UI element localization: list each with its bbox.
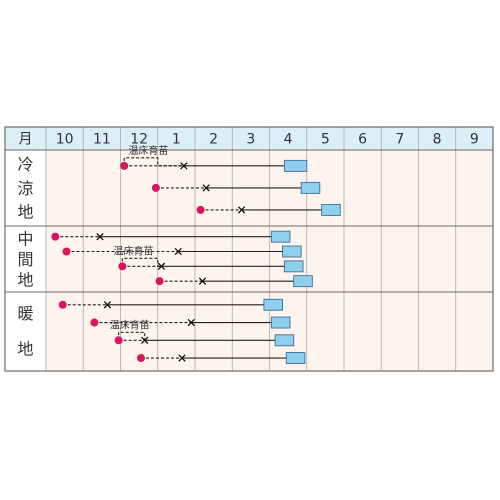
region-label-char: 中 (17, 229, 33, 248)
month-tick-label: 2 (209, 132, 218, 148)
sowing-dot (62, 247, 71, 256)
region-label-char: 間 (17, 250, 33, 269)
month-tick-label: 6 (358, 132, 367, 148)
hotbed-note-label: 温床育苗 (114, 244, 154, 257)
planting-cross (202, 184, 210, 192)
label-column-background (5, 150, 46, 371)
region-label-char: 地 (17, 340, 33, 359)
sowing-dot (136, 354, 145, 363)
harvest-bar (282, 245, 302, 258)
planting-cross (187, 318, 195, 327)
chart-frame (4, 126, 494, 372)
planting-cross (96, 233, 104, 241)
month-tick-label: 10 (56, 132, 74, 148)
header-label: 月 (19, 132, 33, 148)
header-background (5, 127, 493, 150)
month-tick-label: 11 (93, 132, 111, 148)
harvest-bar (263, 298, 283, 311)
month-tick-label: 3 (246, 132, 255, 148)
hotbed-period-bracket (123, 157, 184, 167)
month-tick-label: 12 (130, 132, 148, 148)
harvest-bar (283, 260, 304, 273)
harvest-bar (283, 159, 308, 172)
sowing-dot (58, 300, 67, 309)
planting-cross (174, 247, 182, 256)
harvest-bar (300, 181, 321, 194)
sowing-dot (51, 232, 60, 241)
month-tick-label: 1 (172, 132, 181, 148)
planting-cross (198, 277, 207, 285)
planting-cross (237, 206, 246, 214)
harvest-bar (270, 230, 291, 243)
planting-cross (103, 301, 112, 309)
planting-cross (157, 262, 166, 271)
schedule-marks (51, 157, 341, 364)
sowing-dot (118, 262, 127, 271)
hotbed-note-label: 温床育苗 (128, 144, 168, 157)
region-label-char: 地 (17, 271, 33, 290)
region-label-char: 冷 (17, 155, 33, 174)
month-tick-label: 7 (395, 132, 404, 148)
harvest-bar (270, 316, 291, 329)
region-label-char: 暖 (17, 304, 33, 323)
region-label-char: 地 (17, 203, 33, 222)
sowing-dot (155, 277, 164, 286)
month-tick-label: 9 (470, 132, 479, 148)
month-tick-label: 5 (321, 132, 330, 148)
grid-layer (4, 126, 494, 372)
hotbed-note-label: 温床育苗 (110, 318, 150, 331)
planting-cross (178, 354, 186, 362)
planting-cross (141, 336, 149, 344)
sowing-dot (120, 161, 129, 170)
harvest-bar (285, 352, 306, 364)
harvest-bar (321, 203, 341, 216)
hotbed-period-bracket (118, 331, 146, 341)
sowing-dot (151, 183, 160, 192)
sowing-dot (114, 336, 123, 345)
sowing-dot (196, 205, 205, 214)
month-tick-label: 8 (433, 132, 442, 148)
planting-cross (180, 162, 188, 170)
harvest-bar (293, 275, 313, 288)
month-tick-label: 4 (284, 132, 293, 148)
harvest-bar (274, 334, 295, 347)
region-label-char: 涼 (17, 179, 33, 198)
sowing-dot (90, 318, 99, 327)
